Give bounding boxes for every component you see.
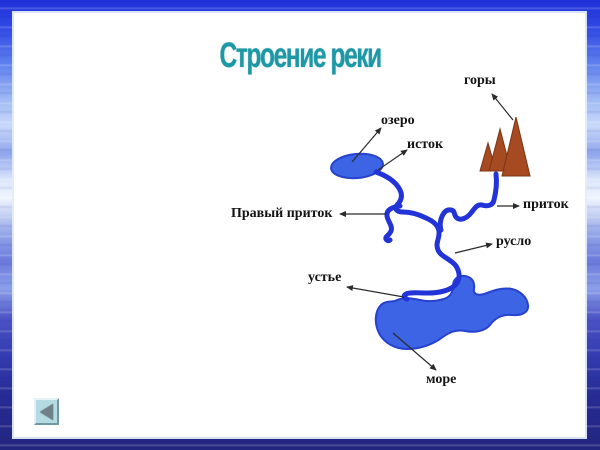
river-main-path: [373, 169, 462, 302]
mountains-icon: [479, 116, 531, 177]
label-mountains: горы: [464, 73, 496, 88]
label-sea: море: [426, 372, 457, 387]
arrow-to-mouth: [346, 285, 405, 298]
label-tributary: приток: [523, 197, 569, 212]
slide-title: Строение реки: [219, 36, 382, 75]
back-button[interactable]: [34, 398, 59, 425]
arrow-to-sea: [392, 332, 437, 371]
arrow-to-mountains: [491, 93, 514, 121]
label-source: исток: [407, 137, 444, 152]
back-arrow-icon: [40, 403, 53, 420]
title-container: Строение реки: [0, 38, 600, 73]
sea-shape: [374, 274, 530, 351]
arrow-to-channel: [454, 242, 493, 254]
label-mouth: устье: [308, 270, 342, 285]
label-channel: русло: [496, 234, 532, 249]
label-right-tributary: Правый приток: [231, 206, 333, 221]
slide-content: [14, 13, 585, 437]
arrow-to-source: [377, 149, 408, 171]
river-tributary-path: [437, 171, 499, 233]
label-lake: озеро: [381, 113, 415, 128]
lake-shape: [330, 152, 384, 180]
river-right-tributary-path: [383, 203, 403, 244]
arrow-to-lake: [351, 127, 382, 163]
